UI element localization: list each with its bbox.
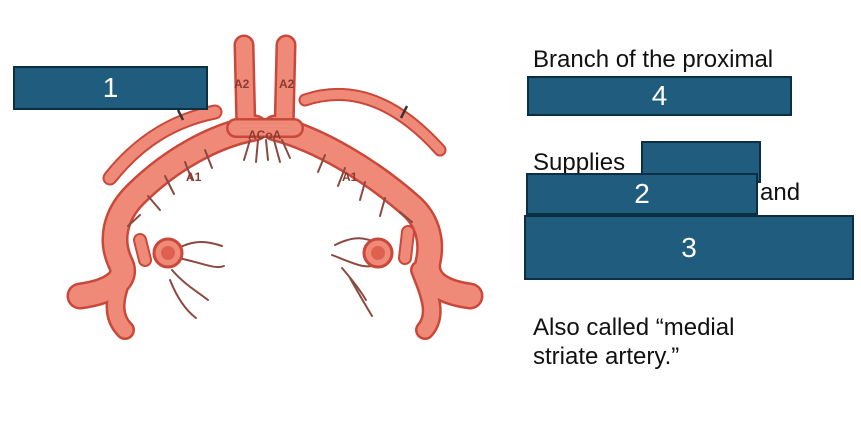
- and-text: and: [760, 179, 801, 206]
- label-box-4[interactable]: 4: [527, 76, 792, 116]
- branch-of-proximal-text: Branch of the proximal: [533, 46, 774, 73]
- a2-left-label: A2: [234, 77, 250, 91]
- supplies-text: Supplies: [533, 149, 626, 176]
- vessel-tree: [66, 34, 484, 340]
- acoa-label: ACoA: [248, 128, 282, 142]
- label-box-1[interactable]: 1: [13, 66, 208, 110]
- label-box-3[interactable]: 3: [524, 215, 854, 280]
- artery-diagram: A2 A2 ACoA A1 A1: [66, 34, 484, 340]
- pointer-arrows: [176, 105, 409, 121]
- a2-right-label: A2: [279, 77, 295, 91]
- left-arrow: [176, 109, 185, 121]
- a1-left-vessel: [66, 114, 269, 310]
- perforator-branches: [127, 139, 413, 319]
- a1-right-label: A1: [342, 170, 358, 184]
- label-box-2[interactable]: 2: [526, 173, 758, 215]
- left-node: [152, 237, 184, 269]
- right-node: [362, 237, 394, 269]
- right-arrow: [399, 105, 409, 119]
- a1-left-label: A1: [186, 170, 202, 184]
- also-called-text: Also called “medial: [533, 314, 735, 341]
- striate-artery-text: striate artery.”: [533, 343, 680, 370]
